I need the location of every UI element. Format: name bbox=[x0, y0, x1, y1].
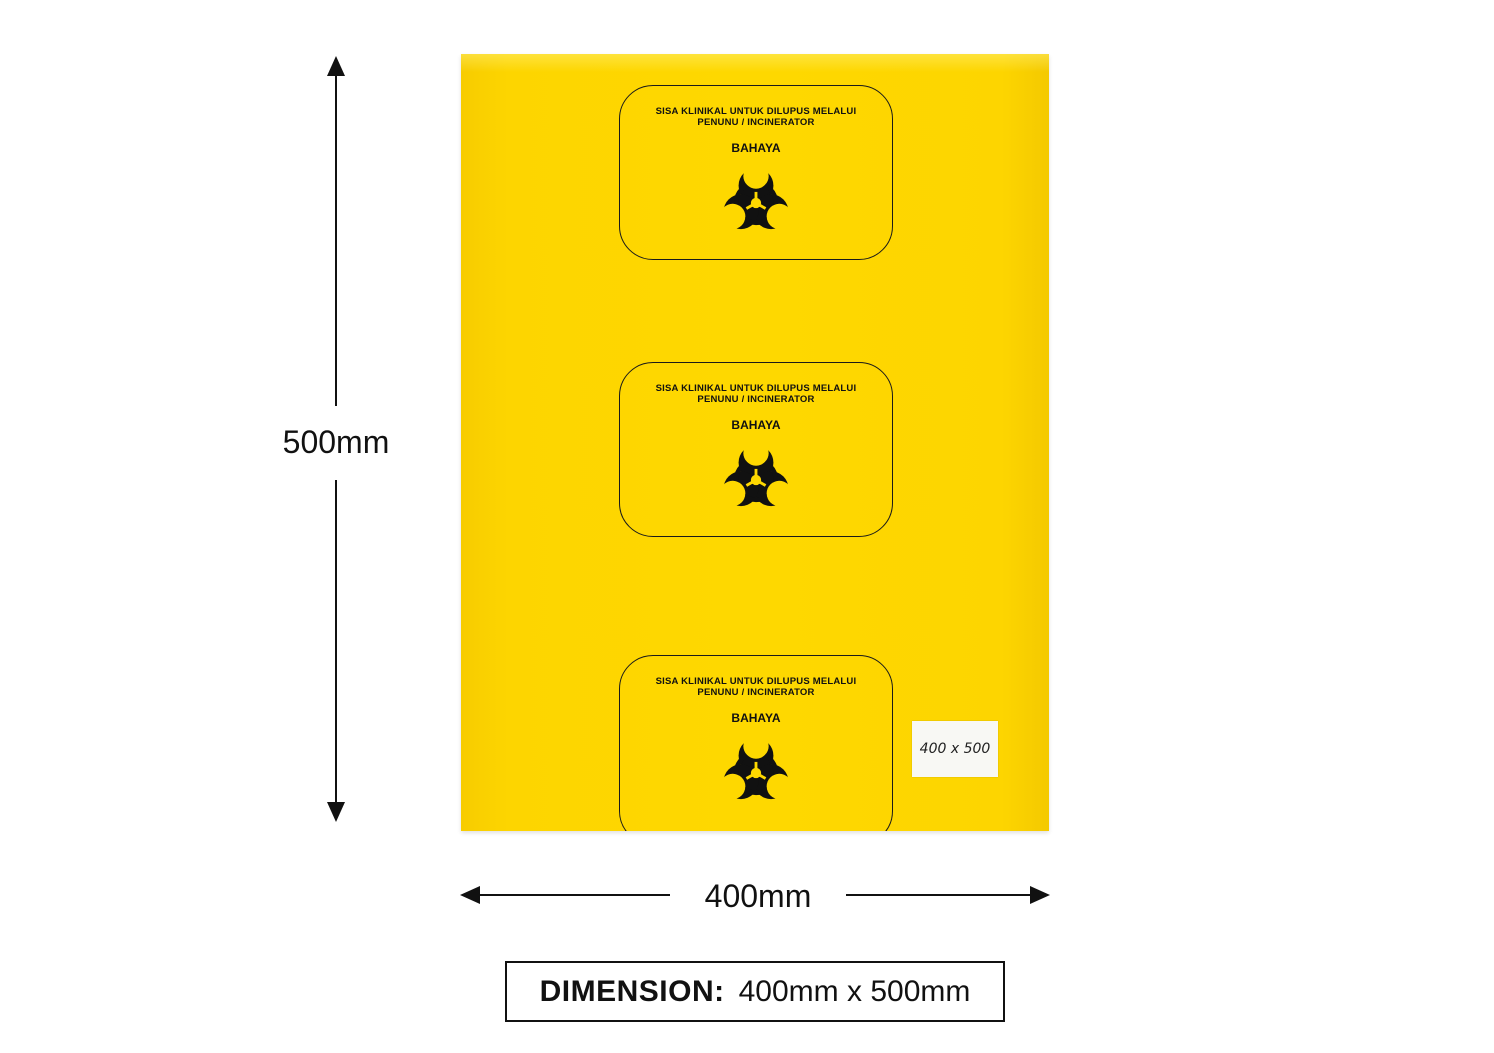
height-dimension bbox=[316, 56, 356, 822]
panel-text-line1: SISA KLINIKAL UNTUK DILUPUS MELALUI bbox=[655, 676, 857, 687]
panel-text-line2: PENUNU / INCINERATOR bbox=[697, 394, 815, 405]
bag-label-panel: SISA KLINIKAL UNTUK DILUPUS MELALUI PENU… bbox=[619, 362, 893, 537]
panel-text-line1: SISA KLINIKAL UNTUK DILUPUS MELALUI bbox=[655, 383, 857, 394]
width-label: 400mm bbox=[704, 878, 812, 914]
height-label: 500mm bbox=[282, 424, 390, 460]
dimension-value: 400mm x 500mm bbox=[738, 974, 971, 1008]
clinical-waste-bag: SISA KLINIKAL UNTUK DILUPUS MELALUI PENU… bbox=[461, 54, 1049, 831]
panel-text-line1: SISA KLINIKAL UNTUK DILUPUS MELALUI bbox=[655, 106, 857, 117]
width-line-left bbox=[474, 894, 670, 896]
panel-text-line2: PENUNU / INCINERATOR bbox=[697, 687, 815, 698]
arrow-up-icon bbox=[327, 56, 345, 76]
panel-warning: BAHAYA bbox=[731, 141, 781, 155]
dimension-box: DIMENSION: 400mm x 500mm bbox=[505, 961, 1005, 1022]
panel-warning: BAHAYA bbox=[731, 418, 781, 432]
width-line-right bbox=[846, 894, 1036, 896]
arrow-right-icon bbox=[1030, 886, 1050, 904]
panel-warning: BAHAYA bbox=[731, 711, 781, 725]
panel-text-line2: PENUNU / INCINERATOR bbox=[697, 117, 815, 128]
biohazard-icon bbox=[714, 165, 798, 241]
dimension-key: DIMENSION: bbox=[539, 974, 725, 1008]
arrow-left-icon bbox=[460, 886, 480, 904]
height-line-top bbox=[335, 70, 337, 406]
bag-label-panel: SISA KLINIKAL UNTUK DILUPUS MELALUI PENU… bbox=[619, 655, 893, 831]
width-dimension bbox=[460, 884, 1050, 906]
arrow-down-icon bbox=[327, 802, 345, 822]
bag-label-panel: SISA KLINIKAL UNTUK DILUPUS MELALUI PENU… bbox=[619, 85, 893, 260]
height-line-bottom bbox=[335, 480, 337, 808]
size-sticker: 400 x 500 bbox=[912, 721, 998, 777]
biohazard-icon bbox=[714, 442, 798, 518]
biohazard-icon bbox=[714, 735, 798, 811]
